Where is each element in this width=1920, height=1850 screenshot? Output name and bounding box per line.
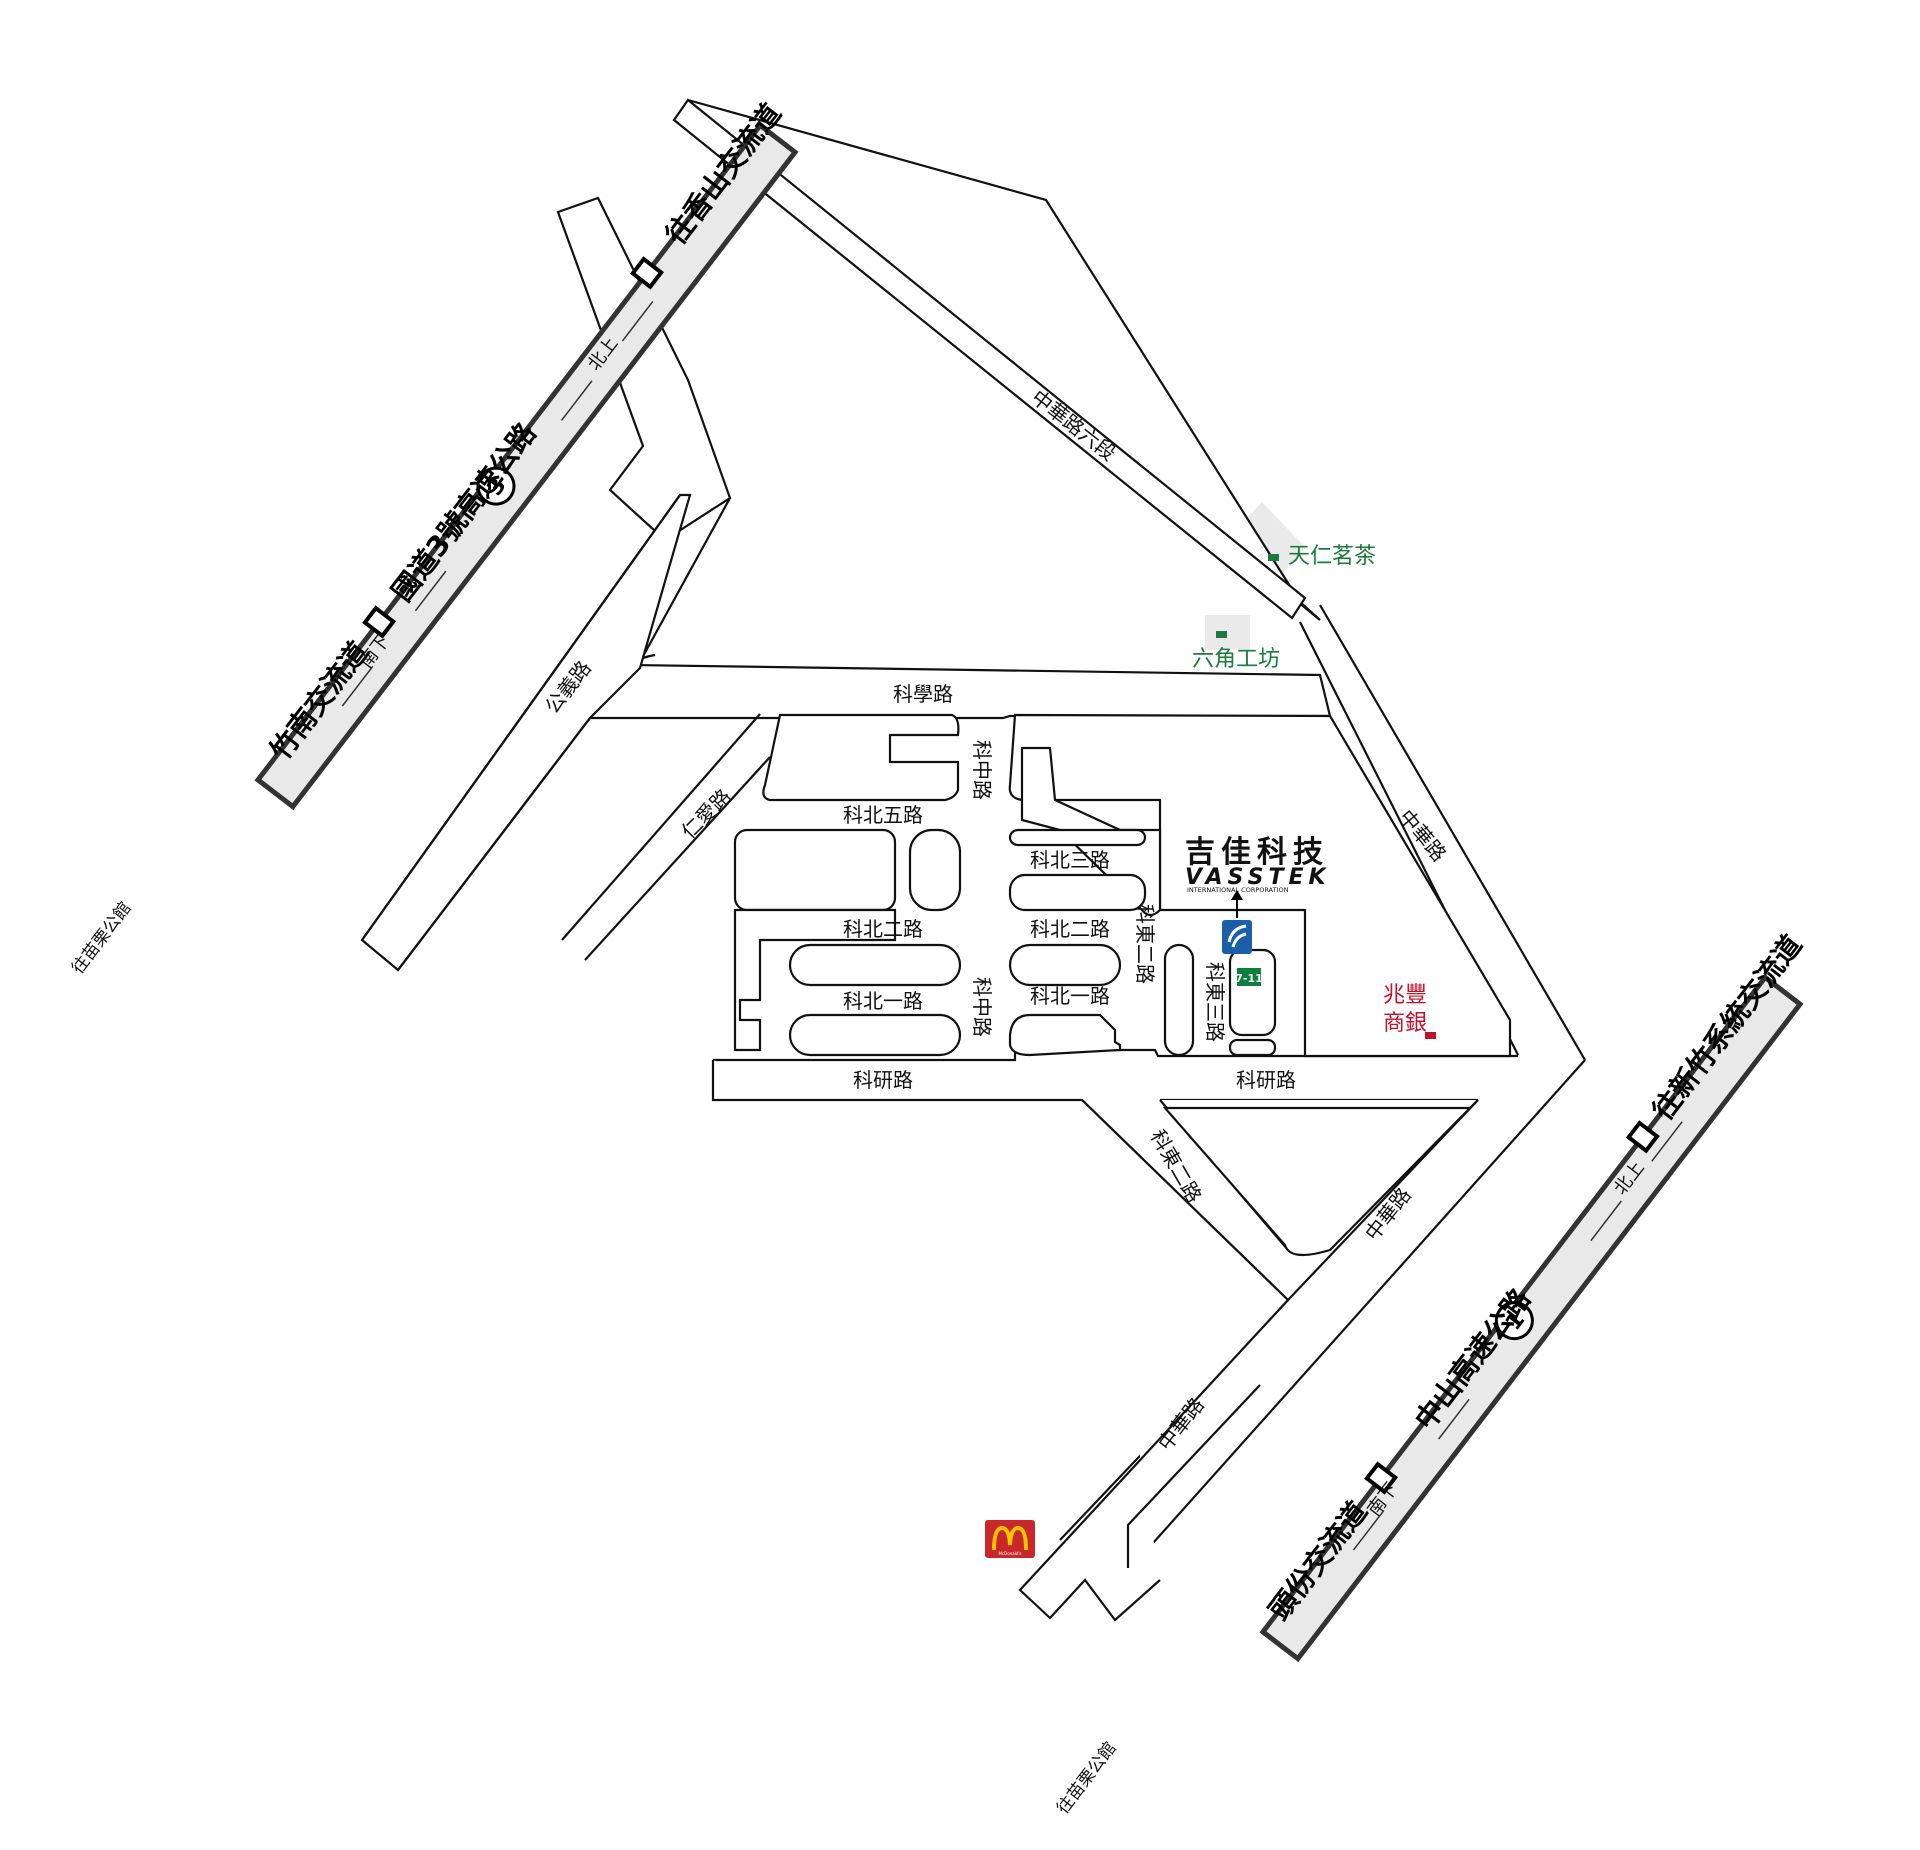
highway-1-divider-3 [1590, 1200, 1622, 1242]
road-south-loop [1126, 1384, 1261, 1568]
hw3-towards-south-label: 往苗栗公館 [68, 898, 136, 978]
label-kebei1-east: 科北一路 [1030, 984, 1110, 1008]
seven-eleven-label: 7-11 [1235, 972, 1263, 985]
block-kezhong-north-east [1008, 713, 1512, 1058]
highway-3-divider-4 [621, 300, 654, 342]
landmark-plot-small [1205, 615, 1250, 650]
mcdonalds-icon: McDonald's [985, 1520, 1035, 1558]
hw1-towards-south: 往苗栗公館 [1053, 1738, 1121, 1818]
block-kedong3-foot [1228, 1038, 1277, 1057]
liujiao-label: 六角工坊 [1192, 647, 1280, 672]
block-kezhong-east-b [1008, 1013, 1122, 1057]
block-kebei2-b [908, 828, 962, 912]
zhaofeng-label-2: 商銀 [1383, 1011, 1427, 1036]
exit-box-south-1 [1364, 1461, 1399, 1495]
road-renai-right [584, 756, 771, 961]
block-south-wedge [1162, 1106, 1473, 1257]
road-renai-left [561, 713, 761, 941]
tianren-label: 天仁茗茶 [1288, 544, 1376, 569]
road-zhonghua-6-band [672, 98, 1307, 620]
road-upper-left [556, 196, 732, 542]
route-1-shield: 1 [1494, 1301, 1534, 1341]
road-gongyi-right [397, 717, 591, 971]
highway-3-divider [341, 665, 374, 707]
tianren-marker [1268, 554, 1279, 561]
block-kebei1-west-frame [733, 908, 897, 1052]
road-gongyi-left [361, 494, 681, 941]
label-kezhong-north: 科中路 [970, 740, 994, 800]
block-kebei1-b [788, 1013, 962, 1057]
label-kedong3: 科東三路 [1203, 962, 1227, 1042]
block-kebei3-b [1008, 873, 1147, 912]
block-kedong2-strip [1163, 943, 1195, 1057]
highway-1-divider-2 [1438, 1398, 1470, 1440]
exit-box-north-1 [1625, 1120, 1660, 1154]
road-kexue [590, 663, 1332, 720]
gas-station-icon [1222, 920, 1252, 954]
label-keyan-west: 科研路 [853, 1068, 913, 1092]
highway-3-divider-3 [560, 380, 593, 421]
label-keyan-east: 科研路 [1236, 1068, 1296, 1092]
liujiao-marker [1216, 631, 1227, 638]
label-kebei3: 科北三路 [1030, 848, 1110, 872]
block-kedong3-strip [1228, 948, 1277, 1037]
label-kedong2: 科東二路 [1133, 904, 1157, 984]
zhaofeng-marker [1425, 1032, 1436, 1039]
hw3-towards-south: 往苗栗公館 [68, 898, 136, 978]
road-zhonghua-south-a [1119, 1059, 1586, 1581]
block-kebei3 [1008, 828, 1147, 847]
company-name-en: VASSTEK [1185, 865, 1331, 890]
exit-box-north [629, 256, 664, 290]
mcdonalds-label: McDonald's [999, 1551, 1022, 1556]
seven-eleven-icon: 7-11 [1235, 968, 1263, 986]
hw1-towards-south-label: 往苗栗公館 [1053, 1738, 1121, 1818]
company-marker: 吉佳科技 VASSTEK INTERNATIONAL CORPORATION [1185, 835, 1331, 918]
road-south-connector [1018, 1099, 1290, 1622]
highway-1-divider [1352, 1509, 1385, 1551]
label-kezhong-south: 科中路 [970, 977, 994, 1037]
block-kebei5-west [762, 713, 960, 802]
label-kebei5: 科北五路 [843, 803, 923, 827]
company-subtitle: INTERNATIONAL CORPORATION [1187, 886, 1289, 894]
company-arrow-head [1231, 890, 1243, 900]
label-kebei1-west: 科北一路 [843, 989, 923, 1013]
highway-3-band [254, 121, 799, 811]
highway-1-divider-4 [1651, 1121, 1683, 1162]
block-kebei1-a [788, 943, 962, 987]
label-kebei2-east: 科北二路 [1030, 917, 1110, 941]
company-name-zh: 吉佳科技 [1185, 835, 1329, 870]
exit-box-south [362, 605, 397, 639]
block-kebei2-a [733, 828, 897, 912]
blocks [733, 713, 1512, 1257]
highway-3-divider-2 [414, 570, 447, 612]
highway-3: 3 往香山交流道 竹南交流道 國道3號高速公路 北上 南下 [254, 97, 799, 811]
label-kexue: 科學路 [893, 682, 953, 706]
route-3-shield: 3 [476, 466, 516, 506]
zhaofeng-label-1: 兆豐 [1383, 983, 1427, 1008]
label-kebei2-west: 科北二路 [843, 917, 923, 941]
label-renai: 仁愛路 [677, 784, 736, 843]
road-zhonghua-east-a [1319, 604, 1586, 1061]
block-kezhong-east-a [1008, 943, 1122, 987]
